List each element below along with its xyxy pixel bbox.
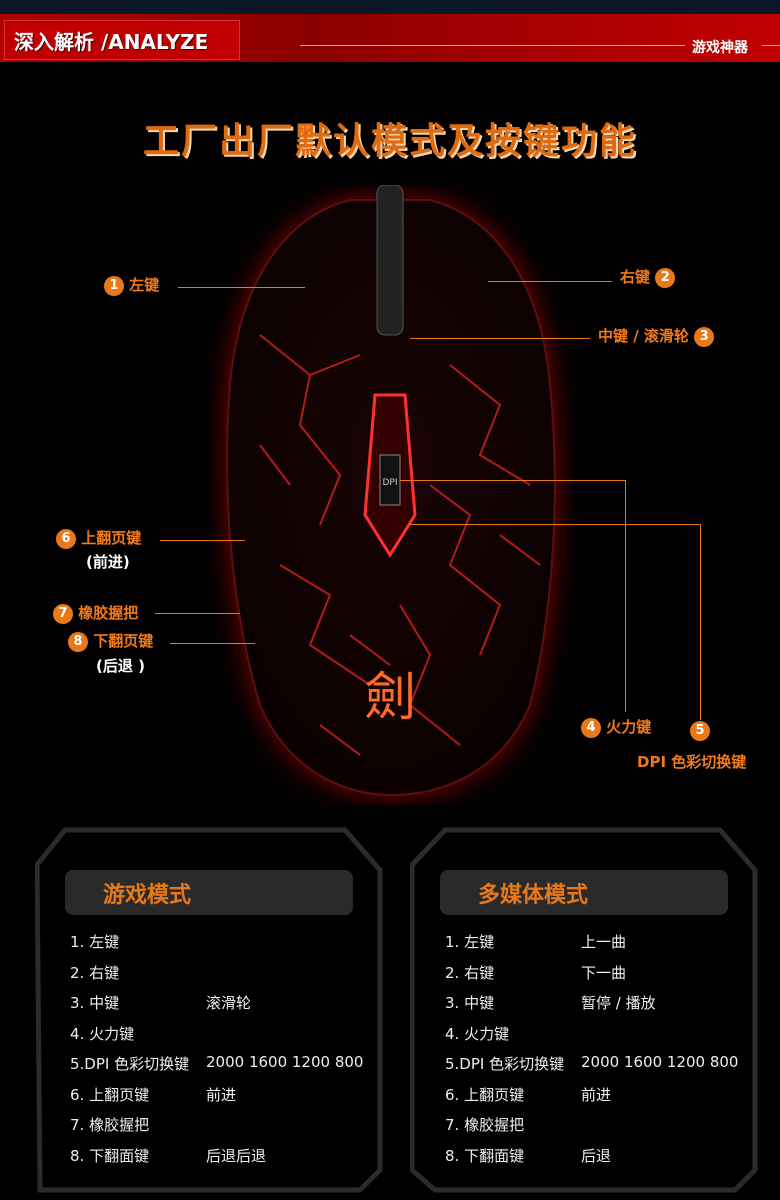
table-row: 8. 下翻面键 后退 — [445, 1145, 611, 1166]
number-badge: 7 — [53, 603, 73, 624]
row-value: 下一曲 — [581, 963, 627, 982]
row-key: 2. 右键 — [445, 963, 495, 982]
table-row: 8. 下翻面键 后退后退 — [70, 1145, 266, 1166]
number-badge: 3 — [694, 326, 715, 347]
table-row: 3. 中键 暂停 / 播放 — [445, 992, 656, 1013]
leader-line — [488, 281, 612, 282]
leader-line — [410, 338, 590, 339]
callout-left-button: 1 左键 — [104, 274, 159, 296]
number-badge: 1 — [104, 275, 124, 296]
row-value: 滚滑轮 — [206, 994, 252, 1012]
callout-label: 橡胶握把 — [78, 604, 139, 622]
table-row: 6. 上翻页键 前进 — [445, 1084, 611, 1105]
row-value: 2000 1600 1200 800 — [581, 1053, 739, 1071]
row-key: 2. 右键 — [70, 963, 120, 982]
panel-title: 多媒体模式 — [478, 883, 589, 908]
callout-middle-button: 中键 / 滚滑轮 3 — [598, 325, 715, 347]
page-title: 工厂出厂默认模式及按键功能 — [142, 121, 637, 162]
table-row: 4. 火力键 — [445, 1023, 509, 1044]
divider — [762, 45, 780, 46]
leader-line — [170, 643, 255, 644]
row-key: 7. 橡胶握把 — [445, 1116, 525, 1134]
panel-header: 游戏模式 — [65, 870, 353, 915]
section-banner: 深入解析 /ANALYZE 游戏神器 — [0, 14, 780, 62]
leader-line — [410, 524, 700, 525]
callout-dpi-badge: 5 — [690, 721, 710, 741]
callout-page-up: 6 上翻页键 — [56, 527, 141, 549]
row-key: 1. 左键 — [445, 933, 495, 951]
row-key: 5.DPI 色彩切换键 — [70, 1055, 190, 1073]
callout-label: 右键 — [620, 268, 651, 286]
leader-line — [400, 480, 625, 481]
banner-title-box — [4, 20, 240, 60]
banner-title: 深入解析 /ANALYZE — [14, 30, 209, 54]
number-badge: 8 — [68, 631, 88, 652]
top-bar — [0, 0, 780, 14]
leader-line — [155, 613, 240, 614]
row-key: 4. 火力键 — [445, 1024, 510, 1043]
panel-game-mode: 游戏模式 1. 左键 2. 右键 3. 中键 滚滑轮 4. 火力键 5.DPI 色彩切换键… — [35, 825, 385, 1195]
callout-sub: (前进) — [86, 553, 130, 571]
table-row: 1. 左键 — [70, 931, 119, 952]
number-badge: 6 — [56, 528, 76, 549]
callout-page-down: 8 下翻页键 — [68, 630, 153, 652]
row-value: 后退 — [581, 1146, 612, 1165]
row-key: 6. 上翻页键 — [70, 1085, 150, 1104]
row-value: 2000 1600 1200 800 — [206, 1053, 364, 1071]
panel-frame — [410, 827, 758, 1193]
table-row: 7. 橡胶握把 — [445, 1114, 524, 1135]
callout-label: 中键 / 滚滑轮 — [598, 327, 689, 345]
panel-header: 多媒体模式 — [440, 870, 728, 915]
table-row: 6. 上翻页键 前进 — [70, 1084, 236, 1105]
table-row: 5.DPI 色彩切换键 2000 1600 1200 800 — [70, 1053, 363, 1074]
row-key: 8. 下翻面键 — [445, 1146, 525, 1165]
row-key: 5.DPI 色彩切换键 — [445, 1055, 565, 1073]
table-row: 1. 左键 上一曲 — [445, 931, 626, 952]
callout-label: 上翻页键 — [81, 529, 142, 547]
callout-right-button: 右键 2 — [620, 266, 676, 288]
dpi-button-label: DPI — [382, 478, 397, 488]
row-value: 前进 — [581, 1085, 612, 1104]
row-key: 1. 左键 — [70, 933, 120, 951]
table-row: 5.DPI 色彩切换键 2000 1600 1200 800 — [445, 1053, 738, 1074]
table-row: 2. 右键 — [70, 962, 119, 983]
divider — [300, 45, 685, 46]
callout-label: 左键 — [129, 276, 160, 294]
callout-label: 下翻页键 — [93, 632, 154, 650]
leader-line — [700, 524, 701, 720]
panel-title: 游戏模式 — [103, 883, 192, 908]
number-badge: 4 — [581, 717, 601, 738]
callout-label: 火力键 — [606, 718, 652, 736]
callout-grip: 7 橡胶握把 — [53, 602, 138, 624]
mouse-logo: 劍 — [364, 668, 416, 728]
callout-dpi-button: DPI 色彩切换键 — [637, 753, 747, 771]
number-badge: 5 — [690, 721, 710, 741]
banner-tag: 游戏神器 — [692, 40, 748, 56]
row-key: 3. 中键 — [70, 994, 120, 1012]
row-value: 暂停 / 播放 — [581, 994, 656, 1012]
row-key: 6. 上翻页键 — [445, 1085, 525, 1104]
leader-line — [178, 287, 305, 288]
row-value: 前进 — [206, 1085, 237, 1104]
row-key: 8. 下翻面键 — [70, 1146, 150, 1165]
leader-line — [160, 540, 245, 541]
leader-line — [625, 480, 626, 712]
panel-frame — [35, 827, 383, 1193]
row-key: 7. 橡胶握把 — [70, 1116, 150, 1134]
row-value: 上一曲 — [581, 933, 627, 951]
table-row: 7. 橡胶握把 — [70, 1114, 149, 1135]
row-key: 3. 中键 — [445, 994, 495, 1012]
row-value: 后退后退 — [206, 1146, 267, 1165]
table-row: 2. 右键 下一曲 — [445, 962, 626, 983]
mouse-image: DPI 劍 — [226, 185, 556, 797]
table-row: 4. 火力键 — [70, 1023, 134, 1044]
callout-sub: (后退 ) — [96, 657, 145, 675]
callout-fire-button: 4 火力键 — [581, 716, 651, 738]
panel-multimedia-mode: 多媒体模式 1. 左键 上一曲 2. 右键 下一曲 3. 中键 暂停 / 播放 4. 火力键… — [410, 825, 760, 1195]
table-row: 3. 中键 滚滑轮 — [70, 992, 251, 1013]
row-key: 4. 火力键 — [70, 1024, 135, 1043]
number-badge: 2 — [655, 267, 676, 288]
